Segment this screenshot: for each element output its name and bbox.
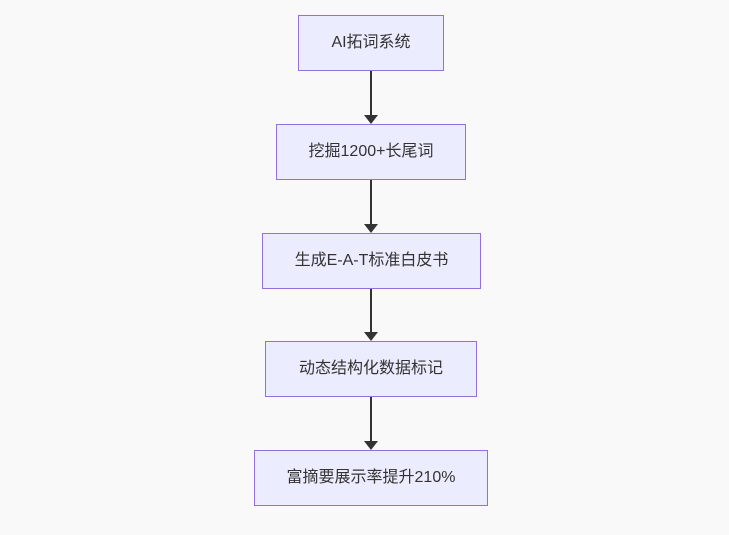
arrow-head-icon [364,224,378,233]
flow-arrow-4 [364,397,378,450]
flow-node-label: 挖掘1200+长尾词 [308,143,434,160]
arrow-line [370,397,372,441]
arrow-line [370,180,372,224]
arrow-head-icon [364,332,378,341]
arrow-line [370,289,372,332]
flow-arrow-3 [364,289,378,341]
flow-arrow-2 [364,180,378,233]
flow-node-rich-snippet-result: 富摘要展示率提升210% [254,450,488,506]
flow-node-label: 富摘要展示率提升210% [286,469,456,486]
flow-node-label: 动态结构化数据标记 [298,360,443,377]
flow-node-label: AI拓词系统 [331,34,411,51]
flow-arrow-1 [364,71,378,124]
flow-node-eat-whitepaper: 生成E-A-T标准白皮书 [262,233,481,289]
flow-node-longtail-mining: 挖掘1200+长尾词 [276,124,466,180]
flow-node-ai-keyword-system: AI拓词系统 [298,15,444,71]
arrow-head-icon [364,115,378,124]
arrow-line [370,71,372,115]
arrow-head-icon [364,441,378,450]
flow-node-label: 生成E-A-T标准白皮书 [294,252,449,269]
flow-node-structured-data-markup: 动态结构化数据标记 [265,341,477,397]
